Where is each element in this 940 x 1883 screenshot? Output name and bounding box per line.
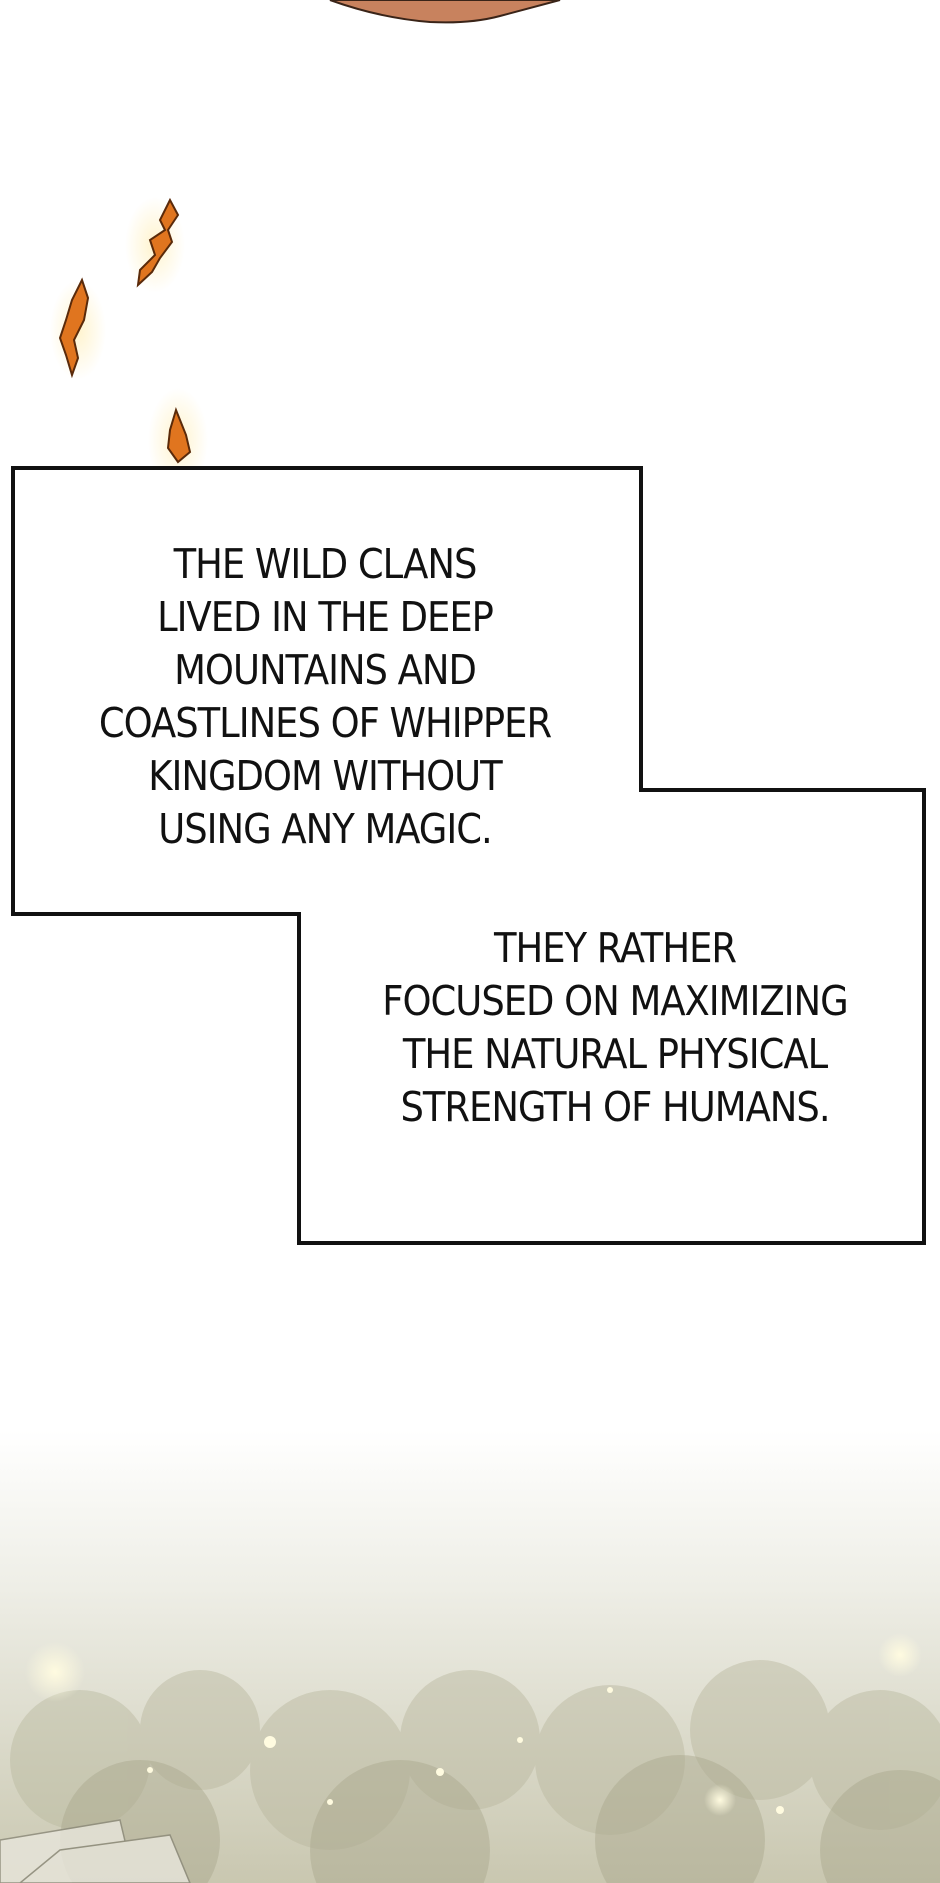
narration-caption-1: THE WILD CLANS LIVED IN THE DEEP MOUNTAI… [98,540,552,853]
narration-caption-2: THEY RATHER FOCUSED ON MAXIMIZING THE NA… [382,924,848,1131]
ember-2 [50,277,106,380]
misty-forest-background [0,1430,940,1883]
tree-canopy [10,1660,940,1850]
narration-box [11,466,926,1245]
light-sparkles [25,1633,922,1816]
ember-1 [125,197,185,293]
paper-sheets [0,1819,191,1883]
cropped-character-art [329,0,561,24]
ember-particles [50,197,208,492]
